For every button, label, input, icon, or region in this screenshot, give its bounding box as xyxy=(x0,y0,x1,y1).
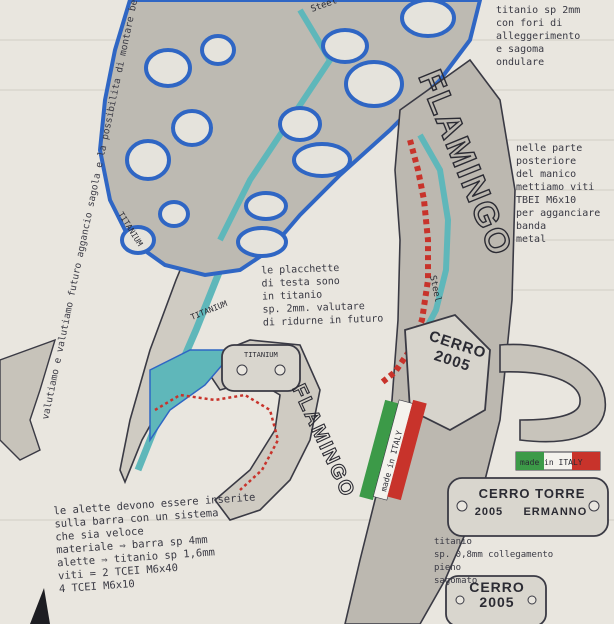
plaque-screw-hole xyxy=(455,595,465,605)
small-flag-red xyxy=(572,452,600,470)
cerro-bottom-plaque-label: CERRO 2005 xyxy=(469,579,525,610)
plate-screw-hole xyxy=(236,364,248,376)
plaque-screw-hole xyxy=(456,500,468,512)
note-bottom-center: le alette devono essere inserite sulla b… xyxy=(53,491,256,596)
shaft-flag-italy xyxy=(359,399,427,501)
pen-tip xyxy=(30,588,50,624)
cerro-torre-plaque-line1: CERRO TORRE xyxy=(478,486,586,501)
note-right-middle: nelle parte posteriore del manico mettia… xyxy=(516,143,601,245)
red-ice-contour xyxy=(154,393,280,491)
plate-screw-hole xyxy=(274,364,286,376)
cerro-torre-plaque xyxy=(447,477,609,537)
cerro-torre-plaque-line2: 2005 ERMANNO xyxy=(474,506,588,518)
lightening-holes xyxy=(120,0,456,258)
note-center-middle: le placchette di testa sono in titanio s… xyxy=(260,262,384,329)
plaque-screw-hole xyxy=(588,500,600,512)
small-flag-green xyxy=(516,452,544,470)
lower-adze-teal xyxy=(149,349,237,443)
titanium-plate xyxy=(221,344,301,392)
made-in-italy-small: made in ITALY xyxy=(520,458,583,467)
cerro-bottom-plaque xyxy=(445,575,547,624)
plaque-screw-hole xyxy=(527,595,537,605)
shaft-teal-band xyxy=(417,133,452,342)
left-spike-sketch xyxy=(0,338,57,461)
note-top-right: titanio sp 2mm con fori di alleggeriment… xyxy=(496,5,581,68)
titanium-plate-label: TITANIUM xyxy=(244,351,278,359)
note-bottom-right: titanio sp. 0,8mm collegamento pieno sag… xyxy=(434,537,554,586)
leash-clip-horseshoe xyxy=(499,343,606,443)
